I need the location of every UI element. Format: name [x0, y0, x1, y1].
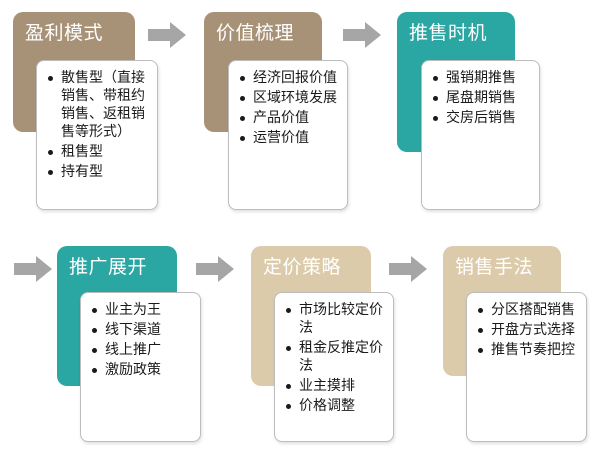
- step-item: 价格调整: [285, 397, 387, 415]
- step-card-pricing-strategy: 市场比较定价法 租金反推定价法 业主摸排 价格调整: [274, 292, 394, 442]
- step-title: 价值梳理: [216, 22, 295, 44]
- step-item: 持有型: [47, 163, 151, 181]
- step-title: 销售手法: [455, 256, 534, 278]
- step-item: 分区搭配销售: [477, 301, 580, 319]
- step-item-list: 强销期推售 尾盘期销售 交房后销售: [432, 69, 533, 127]
- step-item: 尾盘期销售: [432, 89, 533, 107]
- step-item: 推售节奏把控: [477, 341, 580, 359]
- step-item: 线下渠道: [91, 321, 194, 339]
- step-title: 推广展开: [69, 256, 148, 278]
- step-title: 定价策略: [263, 256, 342, 278]
- right-arrow-icon: [148, 22, 186, 48]
- step-item-list: 市场比较定价法 租金反推定价法 业主摸排 价格调整: [285, 301, 387, 415]
- step-item: 经济回报价值: [239, 69, 341, 87]
- right-arrow-icon: [389, 256, 427, 282]
- step-item: 市场比较定价法: [285, 301, 387, 337]
- right-arrow-icon: [196, 256, 234, 282]
- step-item: 产品价值: [239, 109, 341, 127]
- step-item: 租金反推定价法: [285, 339, 387, 375]
- step-item: 运营价值: [239, 129, 341, 147]
- step-item: 强销期推售: [432, 69, 533, 87]
- step-item: 交房后销售: [432, 109, 533, 127]
- step-item: 区域环境发展: [239, 89, 341, 107]
- step-item: 业主摸排: [285, 377, 387, 395]
- step-item: 散售型（直接销售、带租约销售、返租销售等形式）: [47, 69, 151, 141]
- step-item: 业主为王: [91, 301, 194, 319]
- step-card-profit-model: 散售型（直接销售、带租约销售、返租销售等形式） 租售型 持有型: [36, 60, 158, 210]
- step-item-list: 分区搭配销售 开盘方式选择 推售节奏把控: [477, 301, 580, 359]
- right-arrow-icon: [14, 256, 52, 282]
- step-item: 线上推广: [91, 341, 194, 359]
- step-item: 激励政策: [91, 361, 194, 379]
- step-item-list: 业主为王 线下渠道 线上推广 激励政策: [91, 301, 194, 379]
- step-card-value-review: 经济回报价值 区域环境发展 产品价值 运营价值: [228, 60, 348, 210]
- step-title: 盈利模式: [25, 22, 104, 44]
- step-card-promotion: 业主为王 线下渠道 线上推广 激励政策: [80, 292, 201, 442]
- step-card-launch-timing: 强销期推售 尾盘期销售 交房后销售: [421, 60, 540, 210]
- step-item-list: 散售型（直接销售、带租约销售、返租销售等形式） 租售型 持有型: [47, 69, 151, 181]
- step-item: 租售型: [47, 143, 151, 161]
- right-arrow-icon: [343, 22, 381, 48]
- step-item-list: 经济回报价值 区域环境发展 产品价值 运营价值: [239, 69, 341, 147]
- step-card-sales-methods: 分区搭配销售 开盘方式选择 推售节奏把控: [466, 292, 587, 442]
- step-item: 开盘方式选择: [477, 321, 580, 339]
- step-title: 推售时机: [409, 22, 488, 44]
